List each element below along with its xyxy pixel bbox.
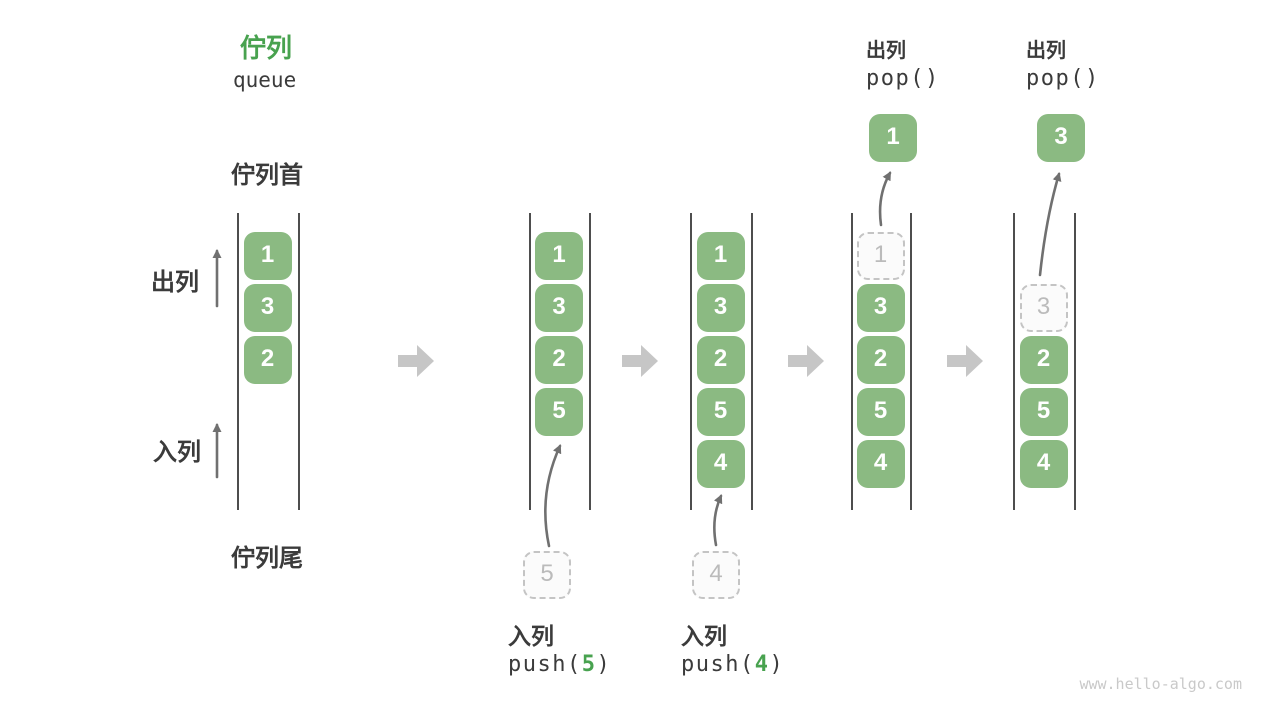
queue-element: 5 [1019,388,1068,436]
removed-element-placeholder: 3 [1019,284,1068,332]
enqueue-side-label: 入列 [153,439,201,466]
queue-element: 3 [535,284,583,332]
queue-element: 3 [243,284,292,332]
state-1-initial-right-wall [298,213,300,510]
queue-element: 5 [696,388,745,436]
dequeue-side-label: 出列 [151,269,199,296]
transition-arrow-3 [788,345,824,377]
queue-element: 1 [243,232,292,280]
queue-element: 2 [535,336,583,384]
queue-element: 1 [696,232,745,280]
queue-element: 2 [696,336,745,384]
popped-element: 1 [869,114,917,162]
push-code: push(4) [681,652,785,677]
state-5-after-pop3-right-wall [1074,213,1076,510]
queue-element: 4 [1019,440,1068,488]
queue-element: 2 [1019,336,1068,384]
queue-element: 4 [696,440,745,488]
queue-element: 4 [856,440,905,488]
queue-element: 2 [856,336,905,384]
queue-element: 5 [856,388,905,436]
pop3-arrow [1038,172,1062,277]
queue-rear-label: 佇列尾 [231,545,303,572]
incoming-element: 5 [523,551,571,599]
state-2-after-push5-right-wall [589,213,591,510]
push-label: 入列 [508,623,554,649]
pop-code: pop() [1026,66,1100,91]
queue-element: 3 [696,284,745,332]
pop-label: 出列 [1026,40,1066,62]
state-5-after-pop3-left-wall [1013,213,1015,510]
pop-code: pop() [866,66,940,91]
state-4-after-pop1-left-wall [851,213,853,510]
state-1-initial-left-wall [237,213,239,510]
transition-arrow-1 [398,345,434,377]
queue-element: 5 [535,388,583,436]
removed-element-placeholder: 1 [856,232,905,280]
pop1-arrow [878,171,892,227]
queue-front-label: 佇列首 [231,162,303,189]
push4-arrow [713,494,723,547]
state-3-after-push4-right-wall [751,213,753,510]
transition-arrow-2 [622,345,658,377]
push5-arrow [544,444,562,548]
popped-element: 3 [1037,114,1085,162]
incoming-element: 4 [692,551,740,599]
pop-label: 出列 [866,40,906,62]
push-label: 入列 [681,623,727,649]
queue-element: 2 [243,336,292,384]
push-arg: 4 [754,652,770,677]
transition-arrow-4 [947,345,983,377]
state-4-after-pop1-right-wall [910,213,912,510]
diagram-title-en: queue [233,68,297,92]
diagram-title-zh: 佇列 [240,33,293,63]
state-3-after-push4-left-wall [690,213,692,510]
watermark: www.hello-algo.com [1079,675,1242,693]
queue-element: 1 [535,232,583,280]
queue-element: 3 [856,284,905,332]
state-2-after-push5-left-wall [529,213,531,510]
push-code: push(5) [508,652,612,677]
push-arg: 5 [581,652,597,677]
